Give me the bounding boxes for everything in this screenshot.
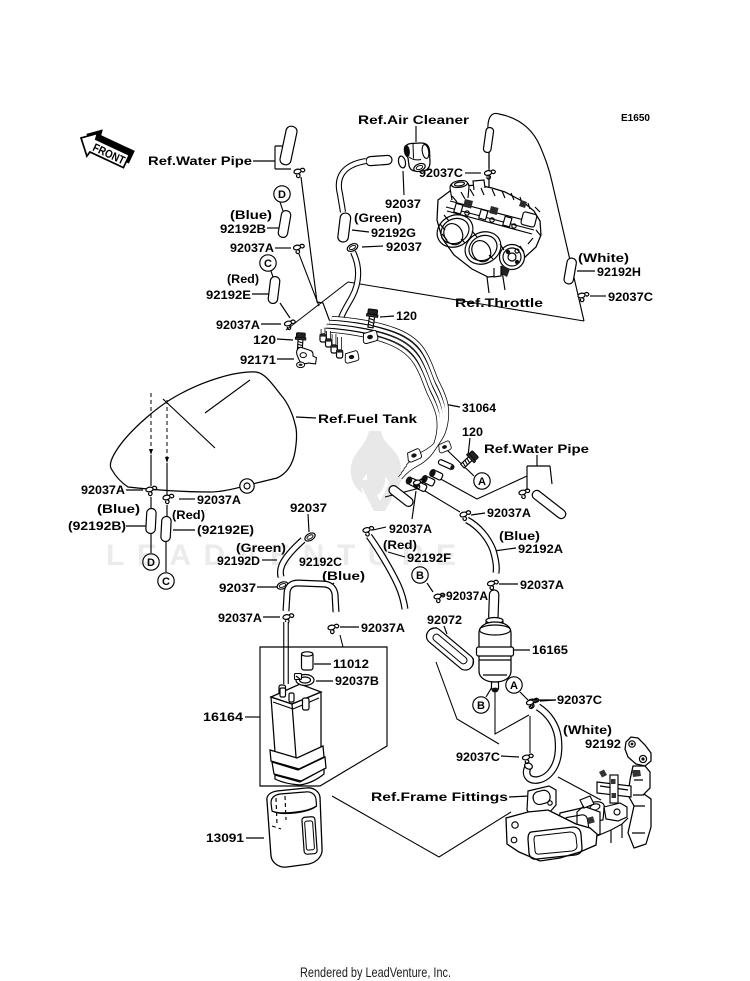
svg-text:92037A: 92037A [218, 611, 262, 625]
svg-text:92037: 92037 [385, 197, 421, 211]
svg-text:(92192B): (92192B) [68, 519, 126, 533]
svg-text:92192B: 92192B [220, 222, 266, 236]
svg-text:(White): (White) [578, 251, 629, 265]
svg-text:120: 120 [253, 333, 276, 347]
svg-text:Rendered by LeadVenture, Inc.: Rendered by LeadVenture, Inc. [300, 964, 451, 980]
svg-text:92192: 92192 [585, 737, 621, 751]
svg-text:A: A [478, 476, 486, 488]
svg-text:(Red): (Red) [383, 538, 417, 552]
svg-text:92037B: 92037B [335, 674, 379, 688]
svg-text:92037: 92037 [219, 581, 256, 595]
svg-text:(Red): (Red) [172, 508, 205, 522]
svg-text:92037: 92037 [290, 501, 327, 515]
svg-text:16165: 16165 [532, 643, 568, 657]
svg-text:(Blue): (Blue) [499, 529, 540, 543]
svg-text:92037C: 92037C [608, 290, 653, 304]
svg-text:(Blue): (Blue) [97, 502, 140, 516]
svg-text:B: B [477, 700, 485, 712]
svg-text:92037C: 92037C [419, 166, 463, 180]
svg-text:92037A: 92037A [389, 522, 432, 536]
svg-text:120: 120 [462, 425, 483, 439]
svg-text:92037A: 92037A [446, 589, 488, 603]
svg-text:92037A: 92037A [197, 493, 241, 507]
svg-text:C: C [162, 576, 170, 588]
svg-text:Ref.Water Pipe: Ref.Water Pipe [148, 154, 252, 168]
svg-text:92037: 92037 [386, 240, 422, 254]
svg-text:13091: 13091 [206, 831, 244, 845]
svg-text:92192F: 92192F [407, 551, 451, 565]
svg-text:92192E: 92192E [206, 288, 251, 302]
svg-text:92192D: 92192D [217, 554, 260, 568]
svg-text:120: 120 [396, 309, 417, 323]
svg-text:B: B [416, 570, 424, 582]
svg-text:92171: 92171 [240, 353, 276, 367]
svg-text:Ref.Frame Fittings: Ref.Frame Fittings [371, 790, 508, 804]
svg-text:D: D [278, 189, 286, 201]
svg-text:92037A: 92037A [230, 241, 274, 255]
svg-text:92037A: 92037A [81, 483, 125, 497]
svg-text:(Blue): (Blue) [230, 208, 272, 222]
svg-text:92037A: 92037A [487, 506, 531, 520]
svg-text:D: D [147, 557, 155, 569]
svg-text:92037A: 92037A [361, 621, 405, 635]
svg-text:(Blue): (Blue) [322, 569, 365, 583]
svg-text:92037A: 92037A [520, 578, 564, 592]
svg-text:31064: 31064 [462, 401, 496, 415]
svg-text:(Green): (Green) [354, 211, 402, 225]
svg-text:92192H: 92192H [597, 265, 641, 279]
svg-text:16164: 16164 [203, 710, 243, 724]
svg-text:92072: 92072 [427, 613, 462, 627]
svg-text:92037C: 92037C [557, 693, 602, 707]
svg-text:11012: 11012 [333, 657, 369, 671]
svg-text:92192G: 92192G [371, 226, 416, 240]
svg-text:92192A: 92192A [518, 542, 563, 556]
svg-text:92037A: 92037A [216, 318, 260, 332]
svg-text:92192C: 92192C [299, 555, 342, 569]
svg-text:(White): (White) [563, 723, 612, 737]
svg-text:(Green): (Green) [236, 541, 286, 555]
svg-text:C: C [264, 258, 272, 270]
svg-text:Ref.Air Cleaner: Ref.Air Cleaner [358, 113, 469, 127]
svg-text:(Red): (Red) [227, 272, 259, 286]
svg-text:Ref.Fuel Tank: Ref.Fuel Tank [318, 412, 417, 426]
svg-text:E1650: E1650 [621, 112, 650, 124]
svg-text:A: A [510, 680, 518, 692]
svg-text:(92192E): (92192E) [197, 523, 254, 537]
svg-text:Ref.Water Pipe: Ref.Water Pipe [484, 442, 589, 456]
svg-text:92037C: 92037C [456, 750, 500, 764]
svg-text:Ref.Throttle: Ref.Throttle [455, 296, 543, 310]
